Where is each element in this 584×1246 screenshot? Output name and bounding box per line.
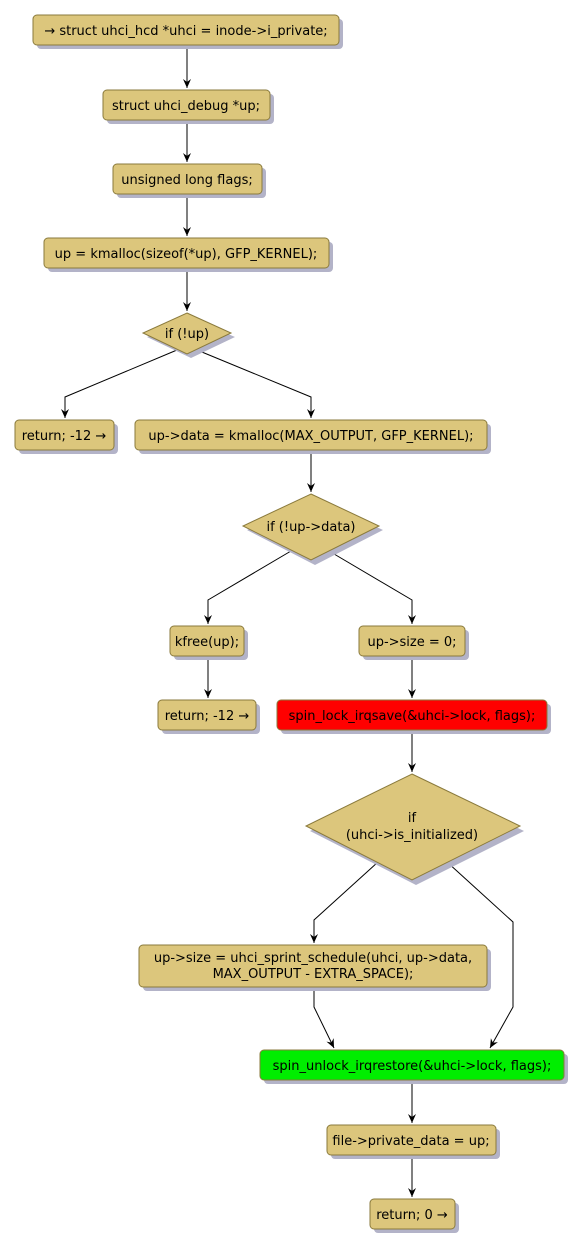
node-box [32, 14, 340, 46]
node-size-zero: up->size = 0; [358, 625, 469, 660]
node-label: → struct uhci_hcd *uhci = inode->i_priva… [44, 24, 327, 39]
node-label: kfree(up); [175, 635, 239, 650]
edge-d2-n7 [328, 550, 416, 624]
node-box [259, 1049, 565, 1081]
node-box [326, 1124, 497, 1156]
node-label: unsigned long flags; [121, 173, 253, 188]
node-label: return; -12 → [165, 709, 250, 724]
node-box [14, 419, 115, 451]
node-label: spin_lock_irqsave(&uhci->lock, flags); [289, 709, 536, 724]
decision-label: if (!up->data) [266, 520, 355, 535]
node-private-data: file->private_data = up; [326, 1124, 500, 1159]
node-return-error-1: return; -12 → [14, 419, 118, 454]
node-box [102, 89, 271, 121]
node-label: up->size = 0; [367, 635, 456, 650]
node-label: up = kmalloc(sizeof(*up), GFP_KERNEL); [55, 247, 318, 262]
node-box [43, 237, 330, 269]
node-spin-unlock: spin_unlock_irqrestore(&uhci->lock, flag… [259, 1049, 568, 1084]
decision-shape [241, 493, 381, 561]
node-kfree: kfree(up); [169, 625, 248, 660]
node-flags-decl: unsigned long flags; [112, 163, 266, 198]
edge-d2-n6 [204, 550, 292, 624]
edge-d3-n10 [446, 861, 514, 1049]
node-box [358, 625, 466, 657]
edge-n9-n10 [313, 987, 335, 1049]
decision-not-up-data: if (!up->data) [241, 493, 383, 565]
node-box [157, 699, 257, 731]
node-up-decl: struct uhci_debug *up; [102, 89, 274, 124]
node-kmalloc-up: up = kmalloc(sizeof(*up), GFP_KERNEL); [43, 237, 333, 272]
edge-d3-n9 [310, 861, 379, 943]
node-box [276, 699, 548, 731]
node-label: return; -12 → [22, 429, 107, 444]
edges [61, 45, 514, 1197]
edge-d1-r1 [61, 349, 178, 418]
node-label-line1: up->size = uhci_sprint_schedule(uhci, up… [154, 951, 472, 966]
node-label-line2: MAX_OUTPUT - EXTRA_SPACE); [213, 967, 414, 982]
node-return-error-2: return; -12 → [157, 699, 260, 734]
node-box [112, 163, 263, 195]
node-box [134, 419, 488, 451]
decision-label-line2: (uhci->is_initialized) [346, 828, 478, 843]
decision-shape [304, 773, 522, 881]
decision-label-line1: if [408, 811, 417, 826]
decision-not-up: if (!up) [141, 312, 235, 358]
node-label: spin_unlock_irqrestore(&uhci->lock, flag… [273, 1059, 552, 1074]
node-label: return; 0 → [376, 1208, 448, 1223]
nodes: → struct uhci_hcd *uhci = inode->i_priva… [14, 14, 568, 1233]
node-return-zero: return; 0 → [369, 1198, 459, 1233]
node-box [369, 1198, 456, 1230]
node-label: struct uhci_debug *up; [112, 99, 260, 114]
edge-d1-n5 [196, 349, 315, 418]
decision-is-initialized: if (uhci->is_initialized) [304, 773, 524, 885]
node-sprint-schedule: up->size = uhci_sprint_schedule(uhci, up… [138, 944, 491, 991]
node-label: file->private_data = up; [332, 1134, 489, 1149]
node-box [138, 944, 488, 988]
node-spin-lock: spin_lock_irqsave(&uhci->lock, flags); [276, 699, 551, 734]
node-box [169, 625, 245, 657]
decision-shape [141, 312, 233, 355]
decision-label: if (!up) [165, 327, 209, 342]
node-uhci-decl: → struct uhci_hcd *uhci = inode->i_priva… [32, 14, 343, 49]
node-label: up->data = kmalloc(MAX_OUTPUT, GFP_KERNE… [148, 429, 473, 444]
node-kmalloc-data: up->data = kmalloc(MAX_OUTPUT, GFP_KERNE… [134, 419, 491, 454]
